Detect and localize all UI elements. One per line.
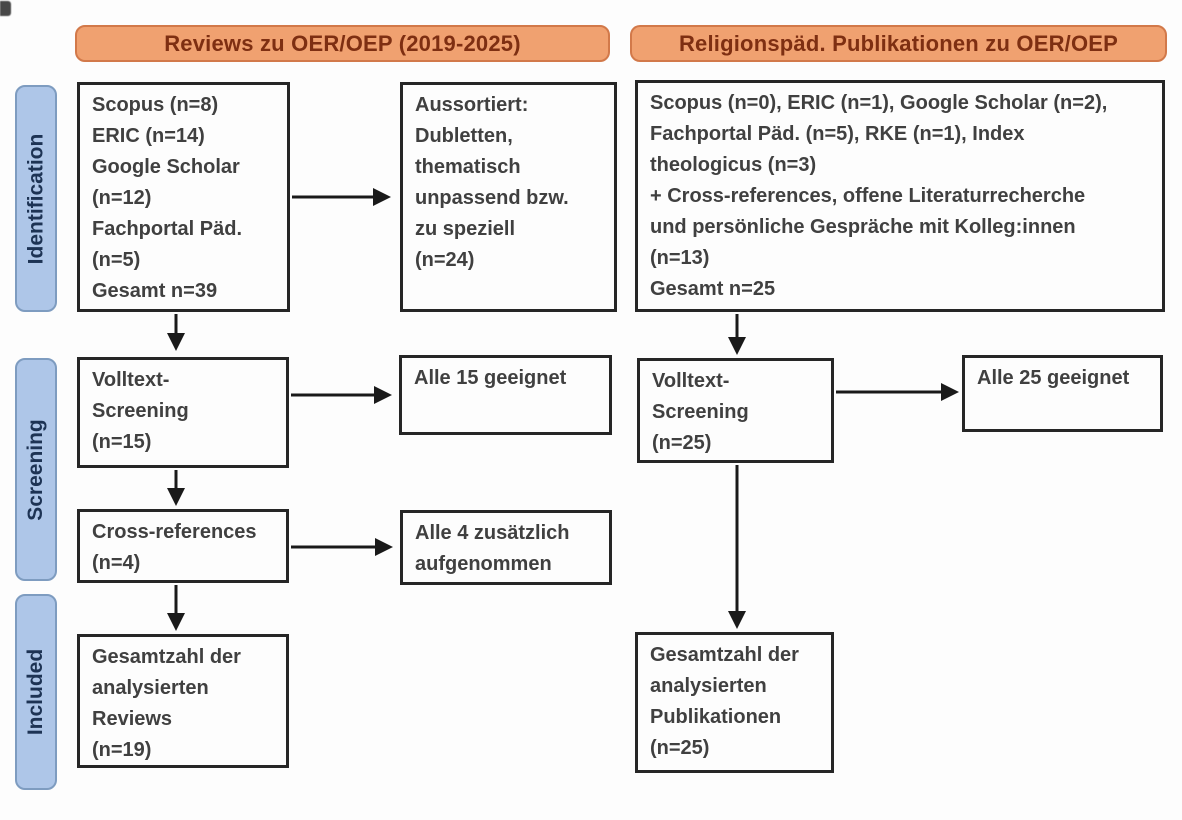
stage-label-identification-text: Identification — [24, 133, 48, 264]
node-left-fulltext-screening: Volltext- Screening (n=15) — [77, 357, 289, 468]
node-right-included-total: Gesamtzahl der analysierten Publikatione… — [635, 632, 834, 773]
node-left-excluded: Aussortiert: Dubletten, thematisch unpas… — [400, 82, 617, 312]
node-left-included-total: Gesamtzahl der analysierten Reviews (n=1… — [77, 634, 289, 768]
stage-label-screening: Screening — [15, 358, 57, 581]
node-left-fulltext-result: Alle 15 geeignet — [399, 355, 612, 435]
stage-label-screening-text: Screening — [24, 418, 48, 521]
stage-label-included: Included — [15, 594, 57, 790]
node-right-sources: Scopus (n=0), ERIC (n=1), Google Scholar… — [635, 80, 1165, 312]
stage-label-included-text: Included — [24, 648, 47, 736]
column-header-religionspaed: Religionspäd. Publikationen zu OER/OEP — [630, 25, 1167, 62]
scan-artifact — [0, 1, 11, 16]
stage-label-identification: Identification — [15, 85, 57, 312]
column-header-reviews: Reviews zu OER/OEP (2019-2025) — [75, 25, 610, 62]
node-right-fulltext-screening: Volltext- Screening (n=25) — [637, 358, 834, 463]
node-left-crossref-result: Alle 4 zusätzlich aufgenommen — [400, 510, 612, 585]
node-left-sources: Scopus (n=8) ERIC (n=14) Google Scholar … — [77, 82, 290, 312]
node-left-crossreferences: Cross-references (n=4) — [77, 509, 289, 583]
node-right-fulltext-result: Alle 25 geeignet — [962, 355, 1163, 432]
